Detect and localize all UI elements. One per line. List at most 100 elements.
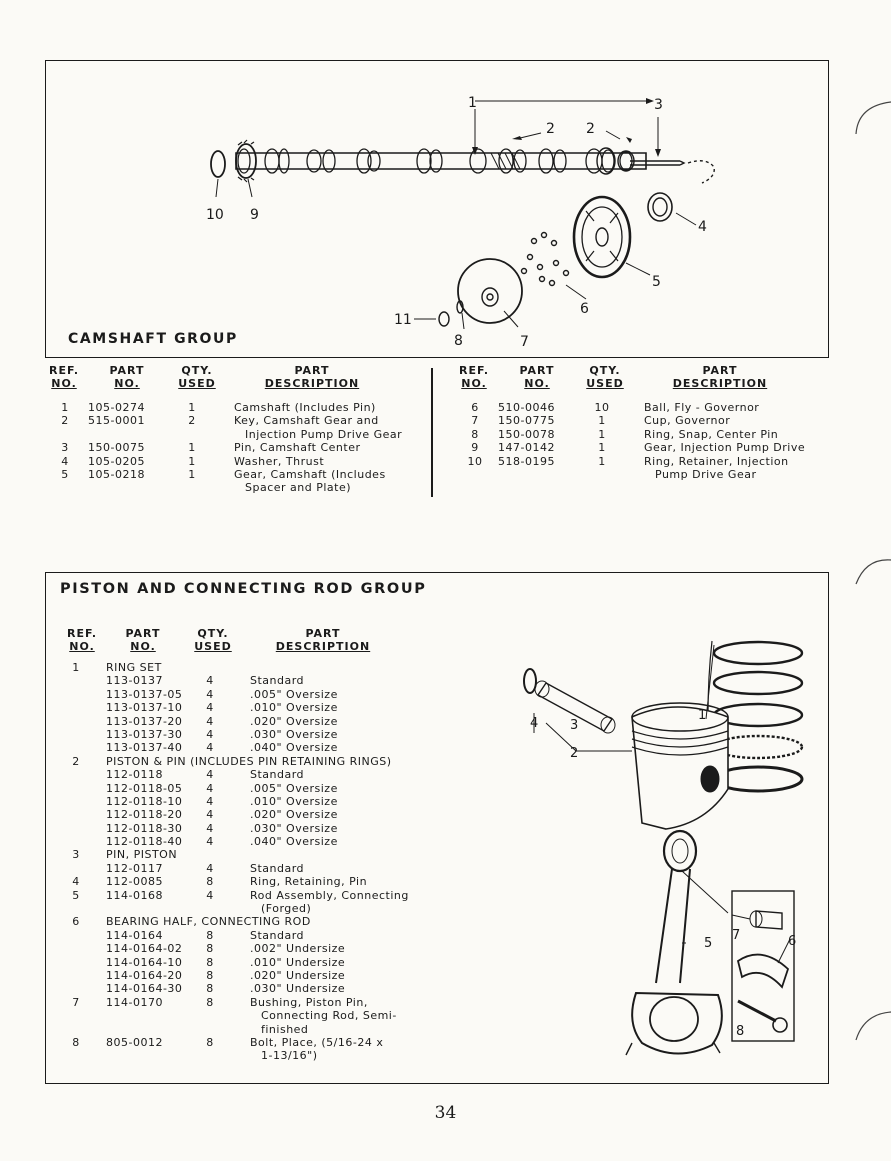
cell-qty: 8 (206, 928, 214, 942)
cell-qty: 4 (206, 687, 214, 701)
cell-desc: .020" Oversize (250, 714, 338, 728)
cell-qty: 4 (206, 794, 214, 808)
cell-part: 112-0118-30 (106, 821, 183, 835)
cell-part: 112-0085 (106, 875, 163, 889)
cell-desc: Rod Assembly, Connecting (250, 888, 409, 902)
table-row: 1-13/16") (54, 1049, 474, 1062)
cell-desc: Bushing, Piston Pin, (250, 995, 368, 1009)
cell-part: 113-0137-05 (106, 687, 183, 701)
cell-desc: Ball, Fly - Governor (644, 401, 760, 414)
page-number: 34 (434, 1103, 457, 1123)
camshaft-group-title: CAMSHAFT GROUP (68, 331, 238, 347)
cell-part: 114-0164 (106, 928, 163, 942)
camshaft-callout-labels: 1 2 2 3 4 5 6 7 8 9 10 11 (206, 95, 707, 350)
cell-part: 105-0274 (88, 401, 145, 414)
cell-part: 112-0118-40 (106, 835, 183, 849)
cell-qty: 4 (206, 821, 214, 835)
cell-desc: 1-13/16") (261, 1049, 318, 1063)
cell-qty: 8 (206, 942, 214, 956)
cell-desc: .040" Oversize (250, 835, 338, 849)
piston-callout-labels: 1 2 3 4 5 6 7 8 (530, 708, 796, 1039)
cell-part: 112-0118 (106, 768, 163, 782)
cell-ref: 1 (72, 661, 80, 674)
cell-qty: 4 (206, 674, 214, 688)
cell-qty: 4 (206, 888, 214, 902)
cell-desc: .010" Oversize (250, 794, 338, 808)
cell-part: 805-0012 (106, 1035, 163, 1049)
cell-qty: 1 (188, 454, 196, 468)
callout-2: 2 (586, 121, 595, 137)
cell-ref: 1 (61, 401, 69, 414)
cell-qty: 4 (206, 808, 214, 822)
callout-1: 1 (698, 708, 706, 723)
cell-desc: Ring, Retaining, Pin (250, 875, 368, 889)
cell-qty: 8 (206, 968, 214, 982)
cell-qty: 4 (206, 741, 214, 755)
cell-qty: 4 (206, 835, 214, 849)
cell-desc: (Forged) (261, 902, 312, 916)
camshaft-exploded-diagram: 1 2 2 3 4 5 6 7 8 9 10 11 (206, 95, 715, 350)
cell-desc: Gear, Camshaft (Includes (234, 467, 386, 481)
cell-desc: Washer, Thrust (234, 454, 325, 468)
callout-4: 4 (530, 716, 538, 731)
callout-6: 6 (580, 301, 589, 317)
cell-part: 112-0117 (106, 861, 163, 875)
cell-desc: finished (261, 1022, 309, 1036)
callout-6: 6 (788, 934, 796, 949)
cell-ref: 4 (61, 454, 69, 468)
piston-rod-exploded-diagram: 1 2 3 4 5 6 7 8 (523, 640, 804, 1056)
cell-desc: Gear, Injection Pump Drive (644, 441, 806, 455)
margin-hole-mark (855, 559, 891, 585)
cell-ref: 3 (61, 441, 69, 455)
margin-hole-mark (855, 101, 891, 135)
table-row: Injection Pump Drive Gear (50, 428, 430, 441)
cell-qty: 8 (206, 955, 214, 969)
cell-qty: 1 (188, 467, 196, 481)
table-row: Pump Drive Gear (460, 468, 840, 481)
margin-hole-mark (855, 1011, 891, 1041)
callout-5: 5 (652, 274, 661, 290)
cell-qty: 1 (598, 414, 606, 428)
cell-desc: Standard (250, 768, 305, 782)
cell-ref: 5 (72, 888, 80, 902)
table-row: 112-0118-40 4 .040" Oversize (54, 835, 474, 848)
table-row: finished (54, 1023, 474, 1036)
cell-qty: 4 (206, 781, 214, 795)
cell-qty: 4 (206, 701, 214, 715)
cell-part: PIN, PISTON (106, 848, 178, 862)
cell-qty: 4 (206, 768, 214, 782)
cell-desc: Spacer and Plate) (245, 481, 352, 495)
cell-part: 112-0118-20 (106, 808, 183, 822)
cell-ref: 2 (72, 754, 80, 768)
cell-part: 112-0118-05 (106, 781, 183, 795)
cell-desc: .030" Oversize (250, 727, 338, 741)
cell-qty: 8 (206, 982, 214, 996)
cell-part: 114-0164-30 (106, 982, 183, 996)
cell-qty: 4 (206, 727, 214, 741)
cell-desc: .005" Oversize (250, 781, 338, 795)
cell-part: 105-0205 (88, 454, 145, 468)
cell-part: 510-0046 (498, 401, 555, 414)
callout-8: 8 (454, 333, 463, 349)
table-row: Connecting Rod, Semi- (54, 1009, 474, 1022)
cell-part: 105-0218 (88, 467, 145, 481)
callout-4: 4 (698, 219, 707, 235)
cell-qty: 4 (206, 861, 214, 875)
